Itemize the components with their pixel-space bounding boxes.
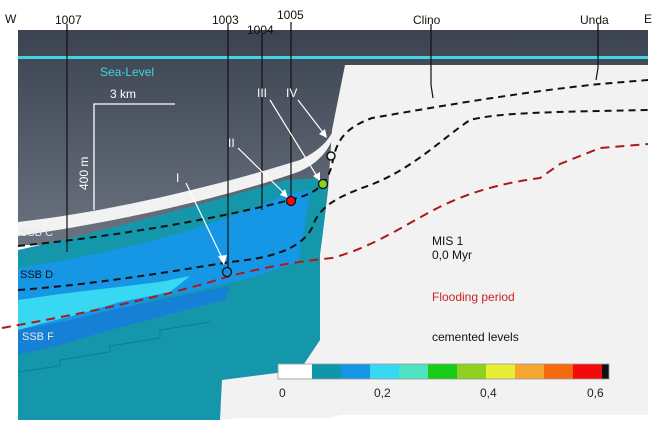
marker-arrow-iii xyxy=(269,99,319,179)
colorbar-swatch xyxy=(399,364,428,379)
sea-level-label: Sea-Level xyxy=(100,65,154,79)
well-label-unda: Unda xyxy=(580,13,609,27)
colorbar-swatch xyxy=(278,364,312,379)
porosity-band-blue-lower xyxy=(18,286,230,355)
well-label-1004: 1004 xyxy=(247,23,274,37)
sample-circle-ii xyxy=(285,195,297,207)
well-line-clino xyxy=(430,24,434,99)
marker-label-iii: III xyxy=(257,86,267,100)
colorbar-swatch xyxy=(312,364,341,379)
colorbar-tick-0-6: 0,6 xyxy=(587,386,604,400)
marker-label-i: I xyxy=(176,171,179,185)
marker-arrowhead-iii xyxy=(313,172,320,181)
sea-level-line xyxy=(18,56,648,59)
colorbar-swatch xyxy=(341,364,370,379)
cemented-label: cemented levels xyxy=(432,330,519,344)
colorbar-swatch xyxy=(486,364,515,379)
sample-circle-iii xyxy=(317,178,329,190)
marker-label-iv: IV xyxy=(286,86,297,100)
colorbar-tick-0-4: 0,4 xyxy=(480,386,497,400)
stage-label: MIS 1 xyxy=(432,234,464,248)
ssb-f-label: SSB F xyxy=(22,331,54,343)
marker-arrow-iv xyxy=(297,99,326,136)
ssb-c-surface xyxy=(17,79,649,247)
porosity-step-edge xyxy=(17,321,211,373)
flooding-label: Flooding period xyxy=(432,290,515,304)
porosity-colorbar xyxy=(277,363,610,380)
colorbar-swatch xyxy=(602,364,609,379)
marker-arrow-i xyxy=(185,182,225,263)
colorbar-tick-0-2: 0,2 xyxy=(374,386,391,400)
well-label-1007: 1007 xyxy=(55,13,82,27)
marker-arrowhead-ii xyxy=(280,189,288,198)
colorbar-tick-0: 0 xyxy=(279,386,286,400)
well-line-unda xyxy=(595,24,599,81)
marker-label-ii: II xyxy=(228,136,235,150)
colorbar-swatch xyxy=(457,364,486,379)
platform-body xyxy=(220,65,648,420)
vertical-scale-label: 400 m xyxy=(77,157,91,190)
ssb-c-label: SSB C xyxy=(20,227,53,239)
ssb-d-label: SSB D xyxy=(20,269,53,281)
marker-arrowhead-iv xyxy=(319,129,327,138)
scale-bar xyxy=(93,103,175,210)
colorbar-frame xyxy=(277,363,610,380)
east-label: E xyxy=(644,12,652,26)
age-label: 0,0 Myr xyxy=(432,248,472,262)
marker-arrow-ii xyxy=(237,147,287,196)
sample-circle-i xyxy=(221,266,233,278)
colorbar-swatch xyxy=(515,364,544,379)
ssb-d-surface xyxy=(17,109,649,291)
horizontal-scale-label: 3 km xyxy=(110,87,136,101)
shelf-rim xyxy=(18,112,340,236)
marker-arrowhead-i xyxy=(218,255,227,265)
colorbar-swatch xyxy=(428,364,457,379)
well-label-1003: 1003 xyxy=(212,13,239,27)
well-label-1005: 1005 xyxy=(277,8,304,22)
sample-circle-iv xyxy=(326,151,336,161)
colorbar-swatch xyxy=(544,364,573,379)
ssb-f-surface xyxy=(1,143,649,329)
well-label-clino: Clino xyxy=(413,13,441,27)
colorbar-swatch xyxy=(573,364,602,379)
colorbar-swatch xyxy=(370,364,399,379)
west-label: W xyxy=(5,12,17,26)
